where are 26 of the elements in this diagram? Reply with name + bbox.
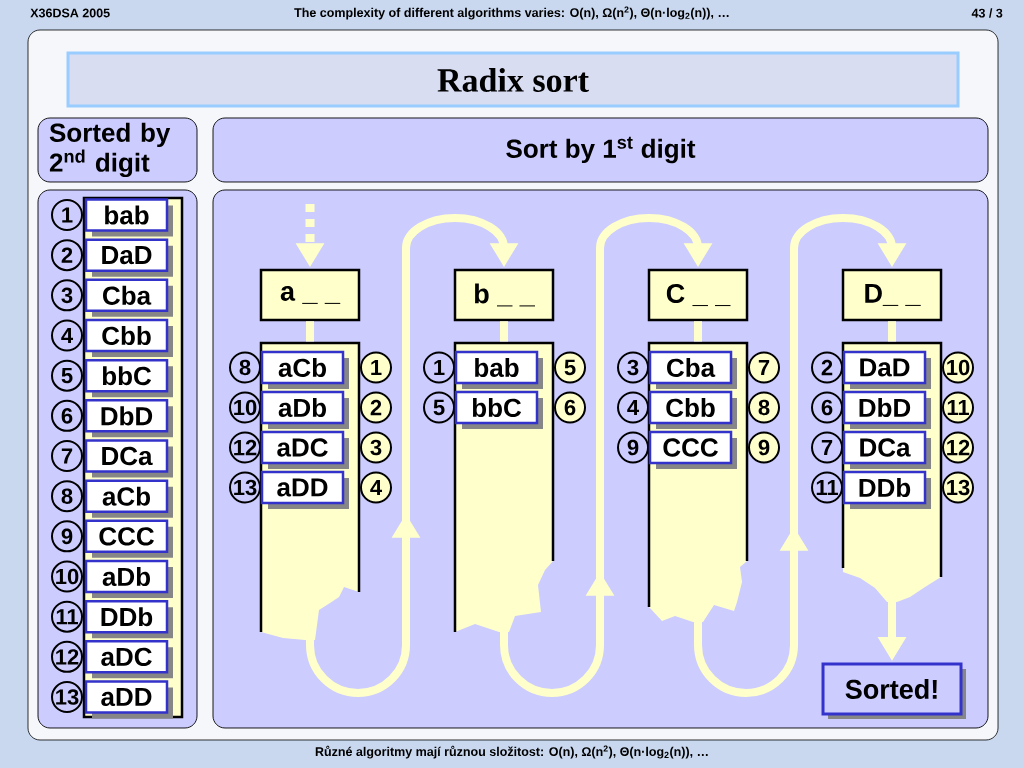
word-box: aCb [260,350,349,389]
word-box: bbC [84,358,173,398]
word-box: aDD [260,470,349,509]
word-box: CCC [84,519,173,558]
word-box: aDb [260,390,349,429]
arrow [306,214,519,697]
word-box: DbD [84,399,173,438]
footer-text: Různé algoritmy mají různou složitost: O(n), Ω(n$^{2}$), Θ(n·log$_{2}$(n)), … [315,745,708,759]
heading-box: Sorted by 2$^{nd}$ digit [37,117,198,183]
word-box: DaD [84,238,173,277]
heading-box: Sort by 1$^{st}$ digit [212,117,989,183]
word-box: DDb [84,599,173,639]
word-box: aDb [84,559,173,599]
word-box: aDC [84,640,173,679]
word-box: aDD [84,680,173,719]
word-box: aDC [260,430,349,469]
word-box: Cbb [84,318,173,357]
word-box: bab [84,198,173,237]
word-box: Cba [84,278,173,317]
page-number: 43 / 3 [971,8,1003,18]
header-text: The complexity of different algorithms varies: O(n), Ω(n$^{2}$), Θ(n·log$_{2}$(n)), … [294,6,729,20]
title-band: Radix sort [66,51,960,108]
bucket-header: a _ _ [259,268,361,322]
header-text: X36DSA 2005 [30,8,110,18]
word-box: DCa [84,439,173,478]
word-box: aCb [84,479,173,518]
